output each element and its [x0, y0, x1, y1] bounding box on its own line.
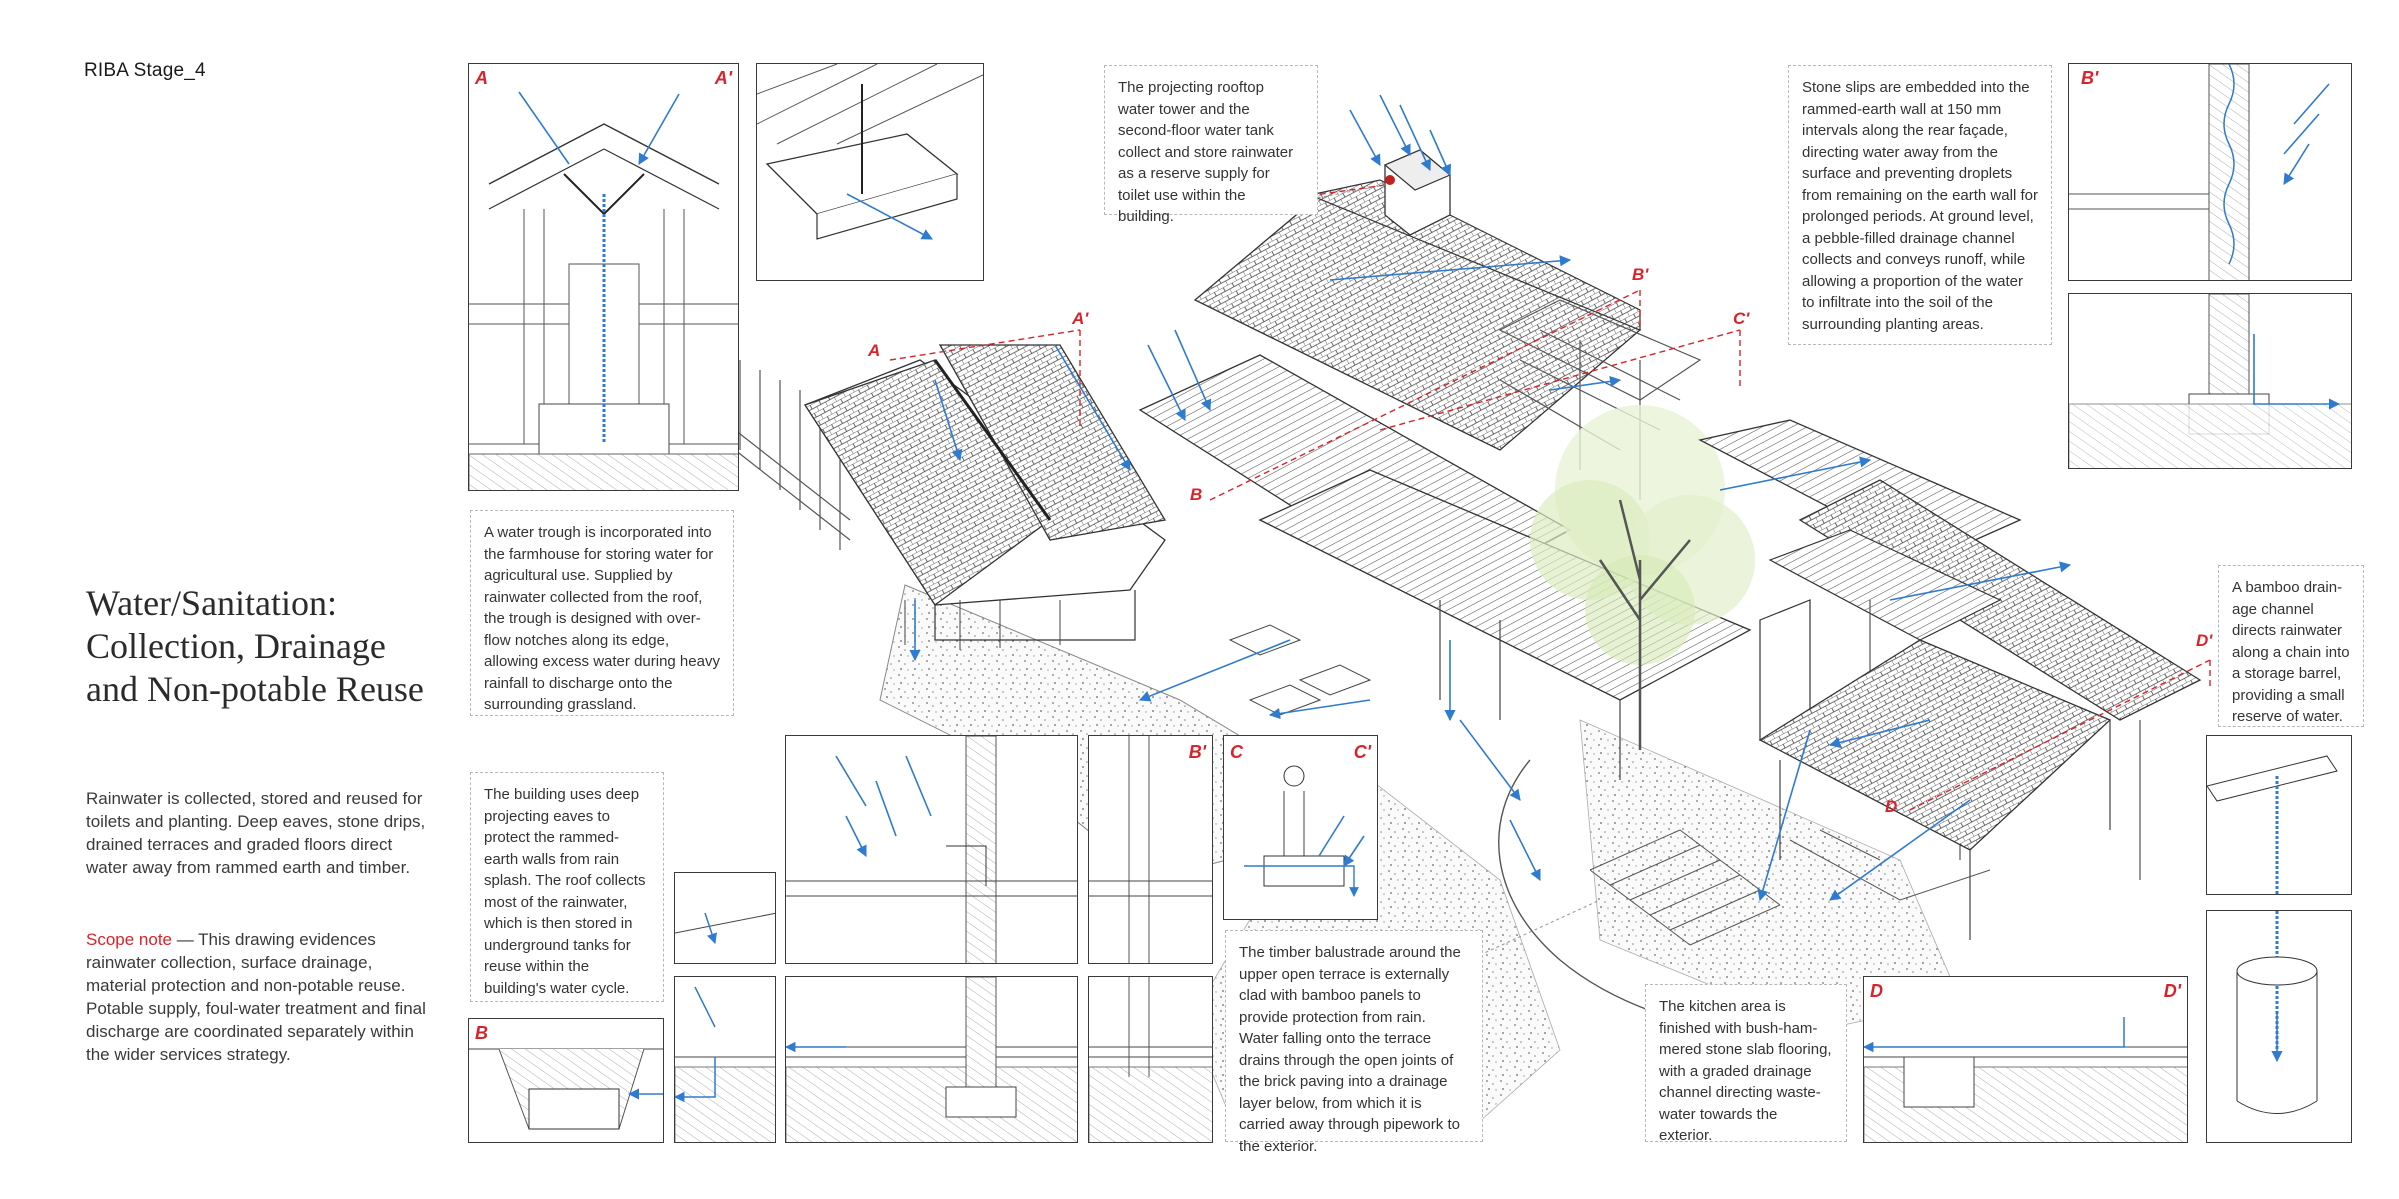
- scope-note-label: Scope note: [86, 930, 173, 949]
- panel-b-prime-mid-label: B': [1188, 742, 1206, 762]
- section-b-prime-ground-drawing: [2069, 294, 2351, 468]
- right-wing-roof: [1698, 419, 2202, 880]
- axo-label-a-prime: A': [1071, 309, 1089, 328]
- section-panel-b-prime-top: B': [2068, 63, 2352, 281]
- axo-label-a: A: [867, 341, 880, 360]
- section-bottom-3-drawing: [1089, 977, 1212, 1142]
- panel-b-label: B: [475, 1023, 488, 1043]
- section-panel-b-prime-ground: [2068, 293, 2352, 469]
- section-eaves-small-drawing: [675, 912, 775, 944]
- note-timber-balustrade: The timber balustrade around the upper o…: [1225, 930, 1483, 1155]
- courtyard-tables: [1228, 624, 1372, 716]
- scope-note: Scope note — This drawing evidences rain…: [86, 928, 426, 1066]
- section-panel-eaves-small: [674, 872, 776, 964]
- note-bamboo-channel: A bamboo drain-age channel directs rainw…: [2218, 565, 2364, 727]
- section-panel-bottom-3: [1088, 976, 1213, 1143]
- farmhouse: [804, 344, 1167, 650]
- section-panel-bottom-1: [674, 976, 776, 1143]
- panel-c-prime-label: C': [1353, 742, 1371, 762]
- section-panel-a: A A': [468, 63, 739, 491]
- tree: [1530, 405, 1755, 750]
- axo-label-b: B: [1190, 485, 1202, 504]
- section-panel-c: C C': [1223, 735, 1378, 920]
- trough-detail-panel: [756, 63, 984, 281]
- panel-d-prime-label: D': [2163, 981, 2181, 1001]
- trough-detail-drawing: [757, 64, 983, 240]
- note-stone-slips: Stone slips are embedded into the rammed…: [1788, 65, 2052, 345]
- intro-paragraph: Rainwater is collected, stored and reuse…: [86, 789, 426, 877]
- stage-label: RIBA Stage_4: [84, 60, 206, 81]
- axo-label-d-prime: D': [2196, 631, 2213, 650]
- bamboo-channel-drawing: [2207, 755, 2338, 894]
- scope-note-text: — This drawing evidences rainwater colle…: [86, 930, 426, 1064]
- section-d-drawing: [1864, 1017, 2187, 1142]
- section-a-drawing: [469, 91, 738, 490]
- section-b-drawing: [469, 1048, 663, 1130]
- leader-lines: [1305, 184, 1601, 956]
- note-water-trough: A water trough is incorporated into the …: [470, 510, 734, 716]
- timber-frame: [1498, 299, 1702, 500]
- section-cut-lines: [889, 184, 2211, 811]
- section-bottom-2-drawing: [786, 977, 1077, 1142]
- note-kitchen-area: The kitchen area is finished with bush-h…: [1645, 984, 1847, 1144]
- section-b-prime-top-drawing: [2069, 64, 2330, 280]
- kitchen-roof: [1758, 639, 2112, 940]
- axo-label-b-prime: B': [1632, 265, 1649, 284]
- section-b-prime-mid-drawing: [1089, 736, 1212, 963]
- page-title: Water/Sanitation: Collection, Drainage a…: [86, 583, 424, 709]
- bamboo-channel-panel: [2206, 735, 2352, 895]
- section-panel-b: B: [468, 1018, 664, 1143]
- section-panel-b-prime-mid: B': [1088, 735, 1213, 964]
- section-panel-bottom-2: [785, 976, 1078, 1143]
- axo-label-d: D: [1885, 797, 1897, 816]
- panel-d-label: D: [1870, 981, 1883, 1001]
- axo-label-c-prime: C': [1733, 309, 1750, 328]
- section-panel-eaves-large: [785, 735, 1078, 964]
- fence: [734, 360, 851, 550]
- rainwater-arrows: [909, 94, 2072, 902]
- panel-c-label: C: [1230, 742, 1243, 762]
- section-bottom-1-drawing: [675, 986, 775, 1142]
- note-water-tower: The projecting rooftop water tower and t…: [1104, 65, 1318, 225]
- storage-barrel-panel: [2206, 910, 2352, 1143]
- panel-a-label: A: [475, 68, 488, 88]
- panel-b-prime-label: B': [2081, 68, 2099, 88]
- section-eaves-large-drawing: [786, 736, 1077, 963]
- panel-a-prime-label: A': [714, 68, 732, 88]
- note-deep-eaves: The building uses deep projecting eaves …: [470, 772, 664, 1002]
- section-c-drawing: [1244, 765, 1365, 897]
- section-panel-d: D D': [1863, 976, 2188, 1143]
- storage-barrel-drawing: [2236, 911, 2318, 1114]
